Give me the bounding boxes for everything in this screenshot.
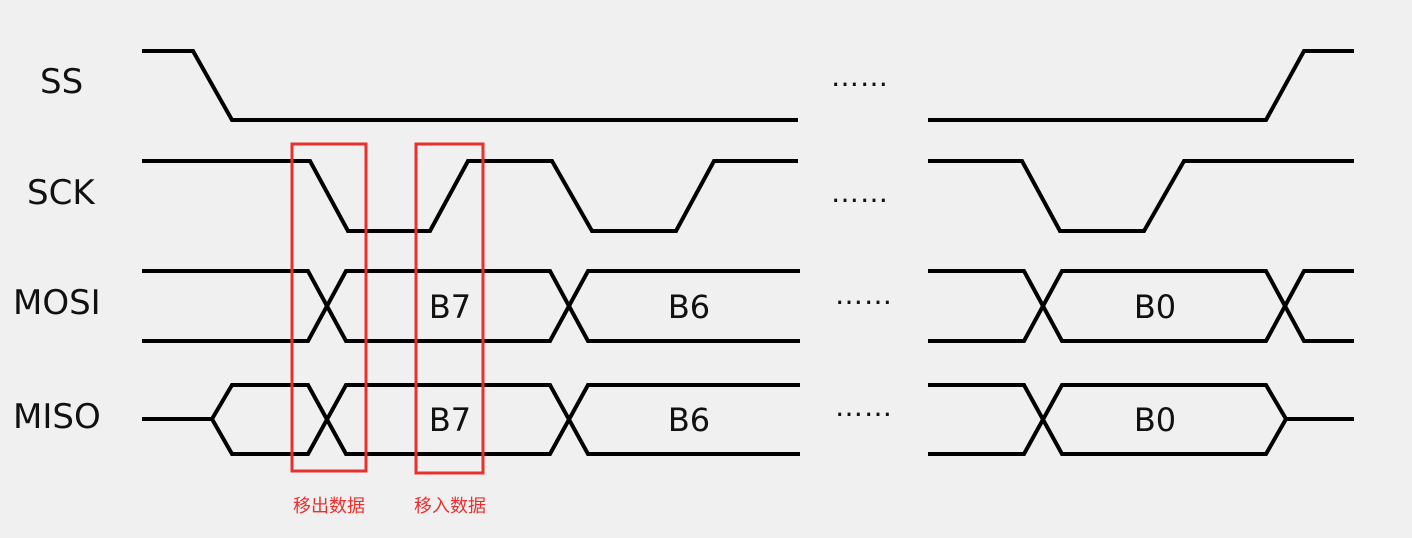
sck-ellipsis: …… <box>831 176 889 209</box>
miso-bus-start <box>142 383 800 456</box>
signal-label-sck: SCK <box>27 173 96 213</box>
miso-ellipsis: …… <box>835 390 893 423</box>
miso-bit-b0: B0 <box>1134 401 1176 439</box>
miso-bit-b7: B7 <box>429 401 471 439</box>
shift-in-annotation: 移入数据 <box>414 496 486 517</box>
sck-wave-start <box>142 159 798 233</box>
miso-bus-end <box>928 383 1354 456</box>
mosi-bus <box>142 269 1354 343</box>
ss-wave-end <box>928 49 1354 122</box>
mosi-bus-start <box>142 269 800 343</box>
miso-bus <box>142 383 1354 456</box>
shift-out-annotation: 移出数据 <box>293 496 365 517</box>
ss-wave-start <box>142 49 798 122</box>
mosi-bit-b0: B0 <box>1134 288 1176 326</box>
shift-out-highlight-box <box>290 142 368 473</box>
signal-label-ss: SS <box>40 62 83 102</box>
signal-label-mosi: MOSI <box>13 283 101 323</box>
mosi-bit-b7: B7 <box>429 288 471 326</box>
ss-waveform <box>142 49 1354 122</box>
signal-label-miso: MISO <box>13 397 101 437</box>
mosi-ellipsis: …… <box>835 278 893 311</box>
ss-ellipsis: …… <box>831 60 889 93</box>
shift-in-highlight-box <box>414 142 485 475</box>
miso-bit-b6: B6 <box>668 401 710 439</box>
mosi-bus-end <box>928 269 1354 343</box>
sck-wave-end <box>928 159 1354 233</box>
sck-waveform <box>142 159 1354 233</box>
mosi-bit-b6: B6 <box>668 288 710 326</box>
